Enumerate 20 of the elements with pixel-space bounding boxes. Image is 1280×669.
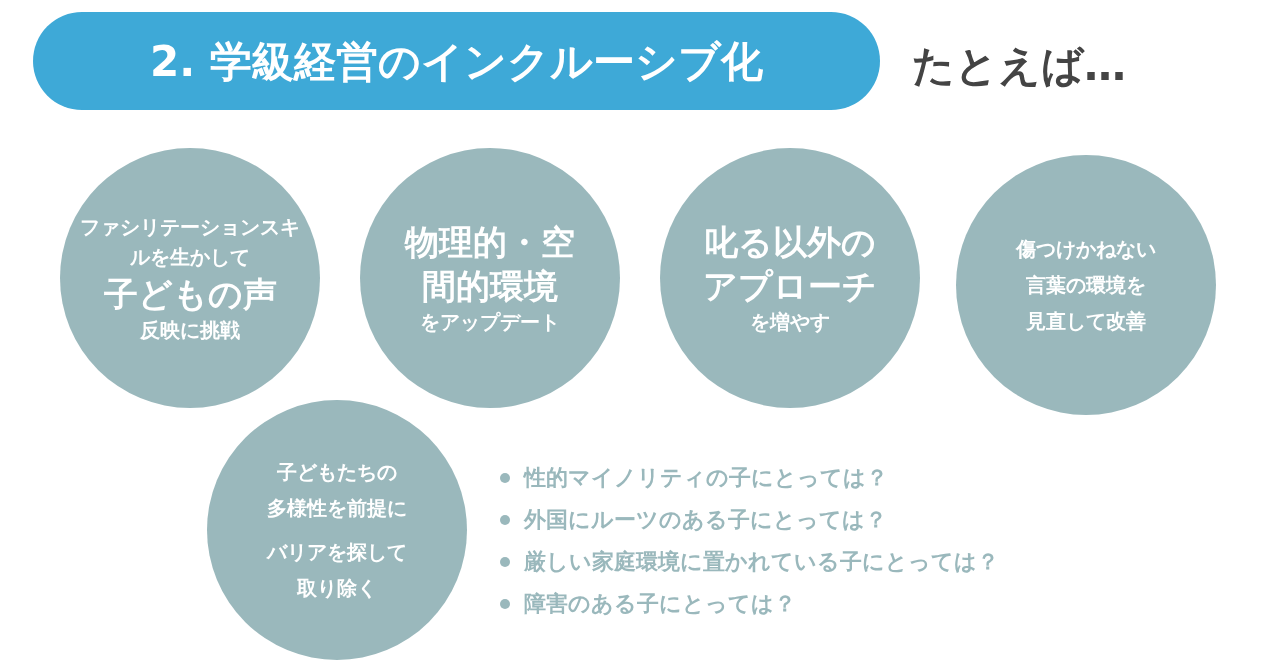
title-banner: 2. 学級経営のインクルーシブ化 xyxy=(33,12,880,110)
bullet-text: 障害のある子にとっては？ xyxy=(524,590,796,618)
circle-text: 多様性を前提に xyxy=(267,495,407,522)
circle-text: 子どもたちの xyxy=(277,459,397,486)
circle-text: 言葉の環境を xyxy=(1026,272,1146,299)
circle-text: をアップデート xyxy=(420,309,560,336)
circle-text: ファシリテーションスキルを生かして xyxy=(79,214,301,271)
bullet-text: 外国にルーツのある子にとっては？ xyxy=(524,506,887,534)
circle-text: 叱る以外のアプローチ xyxy=(702,221,878,308)
circle-text: バリアを探して xyxy=(267,539,407,566)
circle-text: 子どもの声 xyxy=(103,273,277,316)
circle-text: 傷つけかねない xyxy=(1016,236,1156,263)
bullet-text: 性的マイノリティの子にとっては？ xyxy=(524,464,888,492)
circle-text: 取り除く xyxy=(297,575,377,602)
subheading: たとえば… xyxy=(912,40,1126,92)
bullet-text: 厳しい家庭環境に置かれている子にとっては？ xyxy=(524,548,999,576)
circle-text: 物理的・空間的環境 xyxy=(403,221,576,308)
circle-text: を増やす xyxy=(750,309,830,336)
circle-text: 反映に挑戦 xyxy=(140,317,240,344)
circle-text: 見直して改善 xyxy=(1026,308,1146,335)
